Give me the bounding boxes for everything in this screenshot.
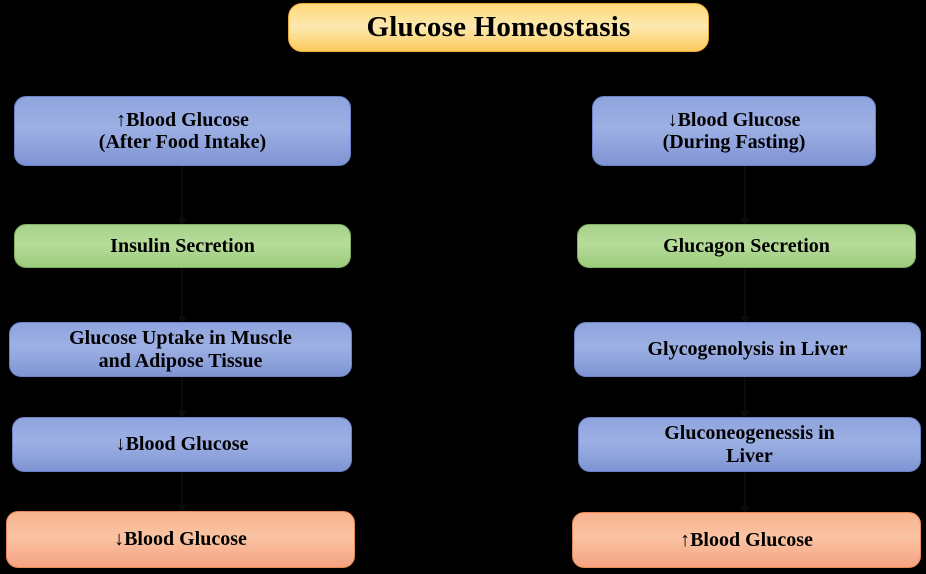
node-right-blood-glucose-fasting[interactable]: ↓Blood Glucose (During Fasting) [592, 96, 876, 166]
connector-left-3-4 [177, 376, 187, 418]
node-left-blood-glucose-after-food[interactable]: ↑Blood Glucose (After Food Intake) [14, 96, 351, 166]
connector-left-4-5 [177, 471, 187, 512]
node-left-blood-glucose-down[interactable]: ↓Blood Glucose [12, 417, 352, 472]
node-right-glycogenolysis[interactable]: Glycogenolysis in Liver [574, 322, 921, 377]
connector-left-1-2 [177, 166, 187, 225]
node-left-insulin-secretion[interactable]: Insulin Secretion [14, 224, 351, 268]
node-left-glucose-uptake[interactable]: Glucose Uptake in Muscle and Adipose Tis… [9, 322, 352, 377]
connector-left-2-3 [177, 267, 187, 323]
connector-right-2-3 [740, 267, 750, 323]
diagram-title: Glucose Homeostasis [288, 3, 709, 52]
node-right-blood-glucose-result[interactable]: ↑Blood Glucose [572, 512, 921, 568]
node-left-blood-glucose-result[interactable]: ↓Blood Glucose [6, 511, 355, 568]
node-right-gluconeogenesis[interactable]: Gluconeogenessis in Liver [578, 417, 921, 472]
connector-right-4-5 [740, 471, 750, 513]
node-right-glucagon-secretion[interactable]: Glucagon Secretion [577, 224, 916, 268]
connector-right-1-2 [740, 166, 750, 225]
connector-right-3-4 [740, 376, 750, 418]
